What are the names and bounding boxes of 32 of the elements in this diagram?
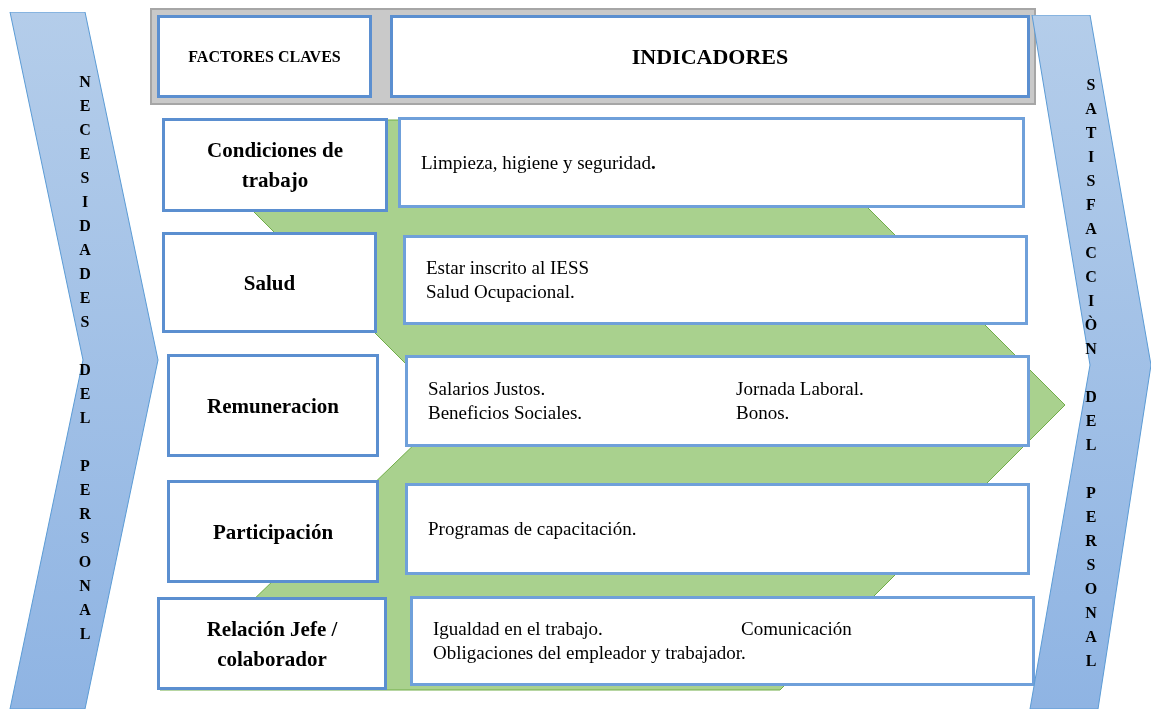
factor-box	[162, 118, 388, 212]
indicator-text: Salarios Justos.	[428, 377, 547, 401]
vertical-label: SATISFACCIÒN DEL PERSONAL	[1083, 75, 1099, 671]
factor-box	[167, 480, 379, 583]
factor-box	[167, 354, 379, 457]
indicator-text: Bonos.	[736, 401, 791, 425]
header-box	[390, 15, 1030, 98]
factor-label: Participación	[212, 518, 334, 546]
indicator-text: Obligaciones del empleador y trabajador.	[433, 641, 747, 665]
indicator-text: Jornada Laboral.	[736, 377, 865, 401]
indicator-text: Limpieza, higiene y seguridad.	[421, 150, 657, 175]
column-heading: INDICADORES	[631, 43, 789, 71]
factor-label: Remuneracion	[207, 392, 339, 420]
factor-label: Relación Jefe / colaborador	[205, 615, 339, 673]
factor-label: Salud	[243, 269, 296, 297]
indicator-box	[410, 596, 1035, 686]
indicator-box	[403, 235, 1028, 325]
indicator-text: Salud Ocupacional.	[426, 280, 576, 304]
indicator-box	[405, 483, 1030, 575]
factor-box	[162, 232, 377, 333]
indicator-box	[405, 355, 1030, 447]
indicator-text: Igualdad en el trabajo.	[433, 617, 604, 641]
indicator-text: Programas de capacitación.	[428, 517, 638, 541]
column-heading: FACTORES CLAVES	[188, 46, 341, 67]
indicator-text: Estar inscrito al IESS	[426, 256, 591, 280]
indicator-box	[398, 117, 1025, 208]
header-box	[157, 15, 372, 98]
factor-box	[157, 597, 387, 690]
vertical-label: NECESIDADES DEL PERSONAL	[77, 72, 93, 644]
factor-label: Condiciones de trabajo	[206, 137, 344, 194]
indicator-text: Comunicación	[741, 617, 853, 641]
indicator-text: Beneficios Sociales.	[428, 401, 584, 425]
